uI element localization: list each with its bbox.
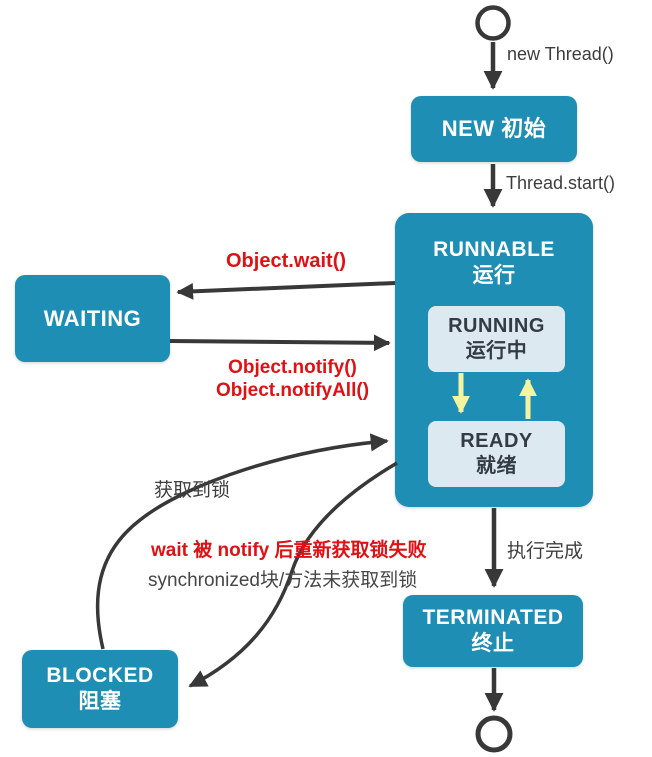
state-new: NEW 初始 xyxy=(411,96,577,162)
state-terminated-subtitle: 终止 xyxy=(471,632,515,655)
state-runnable: RUNNABLE 运行 RUNNING 运行中 READY 就绪 xyxy=(395,213,593,507)
state-waiting: WAITING xyxy=(15,275,170,362)
state-runnable-title: RUNNABLE xyxy=(433,238,555,261)
substate-running: RUNNING 运行中 xyxy=(428,306,565,372)
substate-ready-title: READY xyxy=(460,430,533,452)
state-terminated-title: TERMINATED xyxy=(422,605,564,629)
state-waiting-label: WAITING xyxy=(43,305,142,331)
substate-ready-subtitle: 就绪 xyxy=(476,455,517,477)
substate-running-title: RUNNING xyxy=(448,315,545,337)
state-blocked-title: BLOCKED xyxy=(46,663,154,687)
substate-running-subtitle: 运行中 xyxy=(465,340,528,362)
state-blocked-subtitle: 阻塞 xyxy=(78,690,122,713)
state-blocked: BLOCKED 阻塞 xyxy=(22,650,178,728)
state-terminated: TERMINATED 终止 xyxy=(403,595,583,667)
substate-ready: READY 就绪 xyxy=(428,421,565,487)
state-runnable-label: RUNNABLE 运行 xyxy=(433,237,555,290)
state-runnable-subtitle: 运行 xyxy=(472,264,516,288)
state-new-label: NEW 初始 xyxy=(441,116,547,142)
